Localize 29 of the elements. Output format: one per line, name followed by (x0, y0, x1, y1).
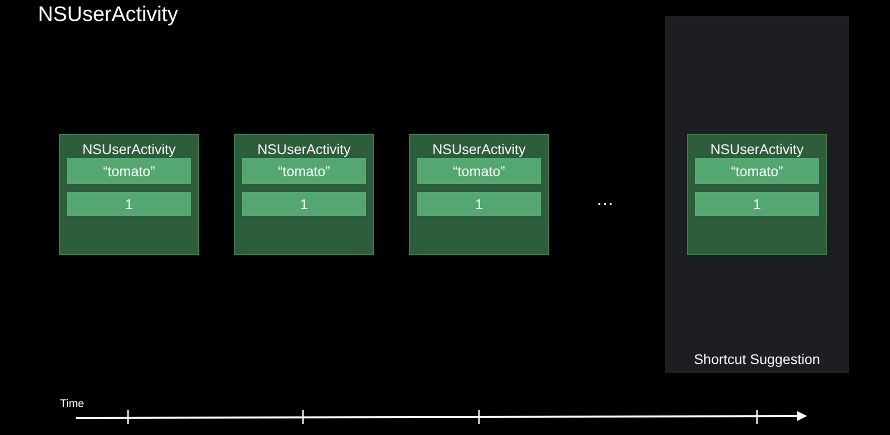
field-value: 1 (752, 195, 762, 214)
property-field (695, 192, 819, 216)
property-field (67, 158, 191, 184)
panel-label: Shortcut Suggestion (692, 351, 822, 367)
property-field (417, 158, 541, 184)
card-heading: NSUserActivity (431, 141, 527, 157)
field-value: 1 (299, 195, 309, 214)
property-field (417, 192, 541, 216)
field-value: 1 (474, 195, 484, 214)
axis-label: Time (60, 398, 84, 410)
property-field (242, 158, 366, 184)
card-heading: NSUserActivity (81, 141, 177, 157)
field-value: 1 (124, 195, 134, 214)
field-value: “tomato” (730, 162, 784, 181)
ellipsis: … (596, 189, 614, 210)
shortcut-suggestion-panel (665, 16, 849, 373)
activity-card (687, 134, 827, 255)
property-field (695, 158, 819, 184)
card-heading: NSUserActivity (256, 141, 352, 157)
field-value: “tomato” (102, 162, 156, 181)
property-field (242, 192, 366, 216)
field-value: “tomato” (452, 162, 506, 181)
activity-card (59, 134, 199, 255)
activity-card (234, 134, 374, 255)
property-field (67, 192, 191, 216)
title: NSUserActivity (38, 3, 178, 27)
card-heading: NSUserActivity (709, 141, 805, 157)
field-value: “tomato” (276, 162, 332, 181)
activity-card (409, 134, 549, 255)
